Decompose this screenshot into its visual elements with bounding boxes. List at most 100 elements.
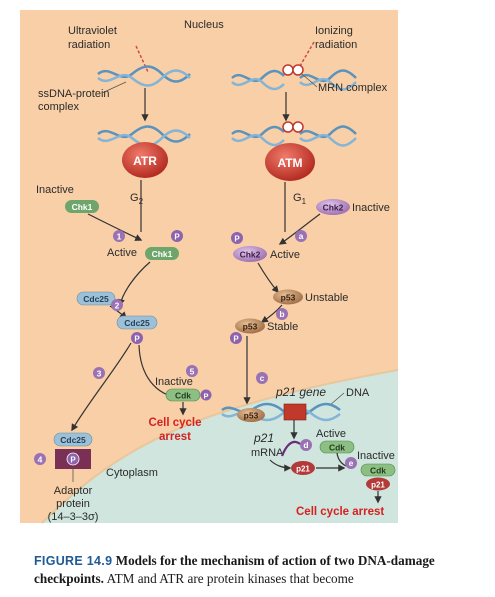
- step-d-badge: [300, 439, 312, 451]
- step-e-label: e: [349, 458, 354, 468]
- chk1-activation-arrow: [87, 213, 143, 241]
- p21-mrna-italic: p21: [253, 431, 274, 445]
- cytoplasm-label: Cytoplasm: [106, 467, 158, 479]
- p21-bound: [366, 477, 390, 491]
- stable-label: Stable: [267, 321, 298, 333]
- export-arrow: [71, 342, 132, 432]
- chk2-active-label: Chk2: [240, 250, 261, 260]
- step-a-badge: [295, 230, 307, 242]
- cdc25-upper: [76, 291, 116, 306]
- p53-phosphate: [230, 332, 242, 344]
- chk1-active-label: Chk1: [152, 249, 173, 259]
- p53-unstable-label: p53: [281, 293, 296, 303]
- step-c-label: c: [260, 373, 265, 383]
- mrn-pointer: [301, 73, 318, 88]
- p21-protein: [291, 461, 315, 475]
- inactive-cdk-label: Inactive: [155, 376, 193, 388]
- step-a-label: a: [299, 231, 304, 241]
- chk1-inactive-label: Chk1: [72, 202, 93, 212]
- chk2-inactive-word: Inactive: [352, 202, 390, 214]
- p53-phosphate-label: P: [233, 335, 239, 344]
- p21-gene-label: p21 gene: [275, 385, 326, 399]
- chk2-phosphate: [231, 232, 243, 244]
- cdk-inactive-left: [165, 388, 201, 402]
- active-chk1-label: Active: [107, 247, 137, 259]
- cdc25-lower-label: Cdc25: [124, 318, 150, 328]
- ionizing-label-2: radiation: [315, 39, 357, 51]
- figure-caption: FIGURE 14.9 Models for the mechanism of …: [34, 552, 489, 587]
- figure-number: FIGURE 14.9: [34, 554, 113, 568]
- ssdna-label-1: ssDNA-protein: [38, 88, 110, 100]
- chk1-inactive: [65, 200, 99, 213]
- step-3-badge: [93, 367, 105, 379]
- chk1-active: [145, 247, 179, 260]
- unstable-label: Unstable: [305, 292, 348, 304]
- step-2-badge: [111, 299, 123, 311]
- mrna-strand: [280, 440, 301, 457]
- p53-bound: [237, 408, 265, 422]
- chk2-to-p53-arrow: [257, 262, 279, 294]
- step-1-label: 1: [117, 232, 122, 242]
- cdc25-lower: [116, 315, 158, 330]
- active-cdk-label: Active: [316, 428, 346, 440]
- atr-kinase: [122, 142, 168, 178]
- atm-dna: [231, 121, 357, 147]
- step-5-badge: [186, 365, 198, 377]
- step-4-label: 4: [38, 455, 43, 465]
- nucleus-label: Nucleus: [184, 19, 224, 31]
- step-4-badge: [34, 453, 46, 465]
- step-b-badge: [276, 308, 288, 320]
- step-c-badge: [256, 372, 268, 384]
- p53-stable: [235, 318, 265, 334]
- p53-bound-label: p53: [244, 411, 259, 421]
- cell-cycle-arrest-left-2: arrest: [159, 431, 191, 443]
- cdk-left-phosphate-label: P: [203, 391, 208, 400]
- step-2-label: 2: [115, 301, 120, 311]
- inactive-cdk-right-label: Inactive: [357, 450, 395, 462]
- cdk-inactive-left-label: Cdk: [175, 391, 191, 401]
- chk1-phosphate-label: P: [174, 233, 180, 242]
- ssdna-pointer: [101, 81, 127, 94]
- cdk-left-phosphate: [200, 389, 212, 401]
- step-3-label: 3: [97, 369, 102, 379]
- chk2-active: [233, 246, 267, 262]
- cdc25-upper-label: Cdc25: [83, 294, 109, 304]
- chk2-activation-arrow: [278, 213, 321, 245]
- translation-arrow: [269, 459, 292, 472]
- step-1-badge: [113, 230, 125, 242]
- adaptor-label-1: Adaptor: [54, 485, 93, 497]
- adaptor-phosphate: [66, 452, 80, 466]
- ultraviolet-label-1: Ultraviolet: [68, 25, 117, 37]
- chk2-phosphate-label: P: [234, 235, 240, 244]
- dna-label: DNA: [346, 387, 370, 399]
- step-5-label: 5: [190, 367, 195, 377]
- ionizing-label-1: Ionizing: [315, 25, 353, 37]
- g1-label: G1: [293, 192, 307, 206]
- cdk-active-label: Cdk: [329, 443, 345, 453]
- ssdna-label-2: complex: [38, 101, 79, 113]
- atm-kinase: [265, 143, 315, 181]
- caption-text: ATM and ATR are protein kinases that bec…: [106, 571, 354, 586]
- mrna-label: mRNA: [251, 447, 284, 459]
- cdc25-phosphate: [131, 332, 143, 344]
- adaptor-label-3: (14–3–3σ): [48, 511, 99, 523]
- p21-bound-label: p21: [371, 481, 385, 490]
- cdk-inactive-right-label: Cdk: [370, 466, 386, 476]
- cdc25-cytoplasm-label: Cdc25: [60, 435, 86, 445]
- dna-pointer: [329, 392, 345, 406]
- step-d-label: d: [303, 440, 308, 450]
- p53-stable-label: p53: [243, 322, 258, 332]
- cdc25-cytoplasm: [53, 432, 93, 447]
- mrn-complex-label: MRN complex: [318, 82, 388, 94]
- nuclear-membrane: [41, 369, 399, 524]
- cdk-inactivation-arrow: [336, 452, 347, 467]
- chk1-phosphate: [171, 230, 183, 242]
- chk2-active-word: Active: [270, 249, 300, 261]
- p53-unstable: [273, 289, 303, 305]
- ultraviolet-label-2: radiation: [68, 39, 110, 51]
- chk2-inactive-label: Chk2: [323, 203, 344, 213]
- caption-title: Models for the mechanism of action of tw…: [34, 553, 435, 586]
- atr-label: ATR: [133, 154, 157, 168]
- cell-cycle-arrest-right: Cell cycle arrest: [296, 506, 384, 518]
